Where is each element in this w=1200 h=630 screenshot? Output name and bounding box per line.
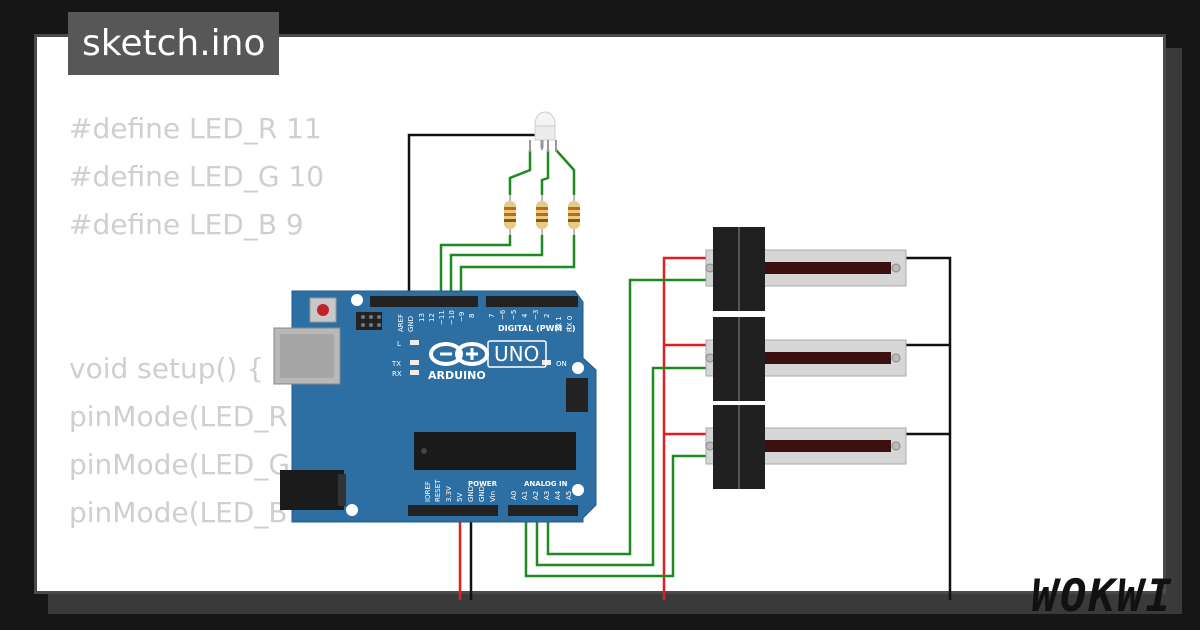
pin-label: 7 (488, 314, 496, 318)
wire-led-r (508, 150, 532, 195)
code-line: void setup() { (69, 352, 265, 385)
pin-label: GND (407, 316, 415, 332)
led-label-l: L (397, 340, 401, 348)
wire-gnd (407, 133, 544, 300)
wire-a0 (524, 454, 710, 578)
pin-label: 12 (428, 313, 436, 322)
pin-label: TX 1 (555, 316, 563, 333)
pin-label: 5V (456, 493, 464, 502)
project-card[interactable]: #define LED_R 11 #define LED_G 10 #defin… (34, 34, 1166, 594)
pin-label: A3 (543, 491, 551, 500)
code-preview: #define LED_R 11 #define LED_G 10 #defin… (69, 105, 325, 591)
pin-label: A4 (554, 490, 562, 500)
code-line: #define LED_B 9 (69, 208, 304, 241)
pin-label: 8 (468, 314, 476, 318)
pin-label: ~9 (458, 312, 466, 322)
pin-label: 4 (521, 313, 529, 318)
brand-label: ARDUINO (428, 369, 486, 382)
wire-pot-gnd (902, 256, 952, 600)
pin-label: IOREF (424, 481, 432, 502)
chip-icon (414, 432, 576, 470)
code-line: #define LED_R 11 (69, 112, 322, 145)
sketch-filename-badge[interactable]: sketch.ino (68, 12, 280, 75)
code-line: pinMode(LED_R (69, 400, 288, 433)
pin-label: GND (467, 486, 475, 502)
pin-label: 3.3V (445, 486, 453, 502)
code-line: #define LED_G 10 (69, 160, 325, 193)
resistor-icon (504, 195, 580, 235)
pin-label: RESET (434, 479, 442, 502)
rgb-led-icon (529, 111, 557, 152)
power-jack-icon (280, 470, 346, 510)
wire-vcc-pot1 (662, 256, 710, 600)
wires (407, 133, 952, 600)
wire-pin9 (459, 235, 576, 300)
pin-label: Vin (489, 491, 497, 502)
wire-a1 (535, 366, 710, 567)
pin-label: A1 (521, 491, 529, 500)
wire-pin10 (449, 235, 544, 300)
led-label-on: ON (556, 360, 567, 368)
pin-label: 13 (418, 313, 426, 322)
pin-label: A5 (565, 491, 573, 500)
pin-label: ~11 (438, 310, 446, 325)
led-label-rx: RX (392, 370, 402, 378)
pin-label: ~3 (532, 310, 540, 320)
model-label: UNO (494, 342, 539, 366)
led-label-tx: TX (391, 360, 401, 368)
pin-label: GND (478, 486, 486, 502)
arduino-logo-icon (429, 342, 489, 366)
reset-button-icon (309, 297, 337, 323)
pin-label: 2 (543, 314, 551, 318)
code-line: pinMode(LED_B (69, 496, 288, 529)
pin-label: ~10 (448, 310, 456, 325)
pin-label: ~5 (510, 310, 518, 320)
wire-a2 (546, 278, 710, 556)
wire-led-b (555, 149, 576, 195)
wire-pin11 (439, 235, 512, 300)
pin-label: AREF (397, 314, 405, 332)
pin-label: A2 (532, 491, 540, 500)
code-line: pinMode(LED_G (69, 448, 291, 481)
digital-label: DIGITAL (PWM ~) (498, 324, 576, 333)
pin-label: RX 0 (566, 316, 574, 332)
arduino-uno-board: AREF GND 13 12 ~11 ~10 ~9 8 7 ~6 ~5 4 ~3… (273, 290, 597, 523)
pin-label: A0 (510, 491, 518, 500)
usb-port-icon (273, 327, 341, 385)
wokwi-logo: WOKWI (1031, 571, 1174, 622)
slide-potentiometer-icon (705, 227, 907, 489)
wire-led-g (540, 150, 550, 195)
pin-label: ~6 (499, 309, 507, 320)
power-label: POWER (468, 480, 498, 488)
analog-label: ANALOG IN (524, 480, 568, 488)
